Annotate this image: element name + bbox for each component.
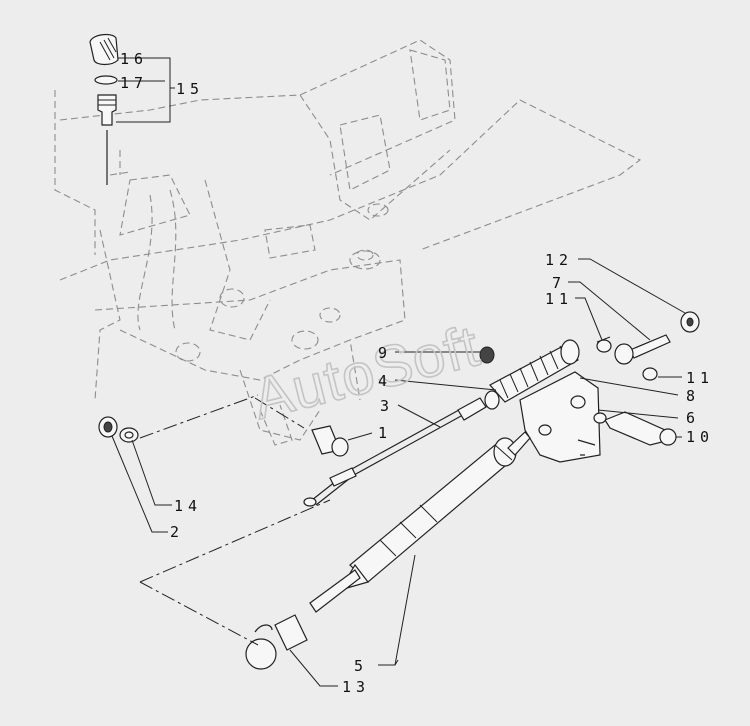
centerlines [139,336,611,646]
callout-8: 8 [686,387,700,405]
callout-labels: 16 17 15 12 7 11 9 4 3 1 11 8 6 10 14 2 … [120,50,714,696]
callout-7: 7 [552,274,566,292]
stud-pin [311,425,373,457]
callout-14: 14 [174,497,202,515]
cylinder [309,431,531,666]
watermark: AutoSoft [247,313,486,432]
cap-assembly [89,33,175,185]
callout-3: 3 [380,397,394,415]
ghost-frame [54,39,642,446]
spring [394,339,580,410]
callout-15: 15 [176,80,204,98]
lower-hardware [593,409,682,446]
callout-17: 17 [120,74,148,92]
callout-2: 2 [170,523,184,541]
callout-9: 9 [378,344,392,362]
bracket [519,371,679,463]
callout-5: 5 [354,657,368,675]
callout-11-right: 11 [686,369,714,387]
callout-4: 4 [378,372,392,390]
callout-12: 12 [545,251,573,269]
end-cap [245,614,338,687]
cable [303,397,487,507]
callout-16: 16 [120,50,148,68]
callout-10: 10 [686,428,714,446]
callout-1: 1 [378,424,392,442]
callout-13: 13 [342,678,370,696]
callout-6: 6 [686,409,700,427]
callout-11-top: 11 [545,290,573,308]
left-washers [98,416,172,533]
upper-hardware [568,258,700,381]
